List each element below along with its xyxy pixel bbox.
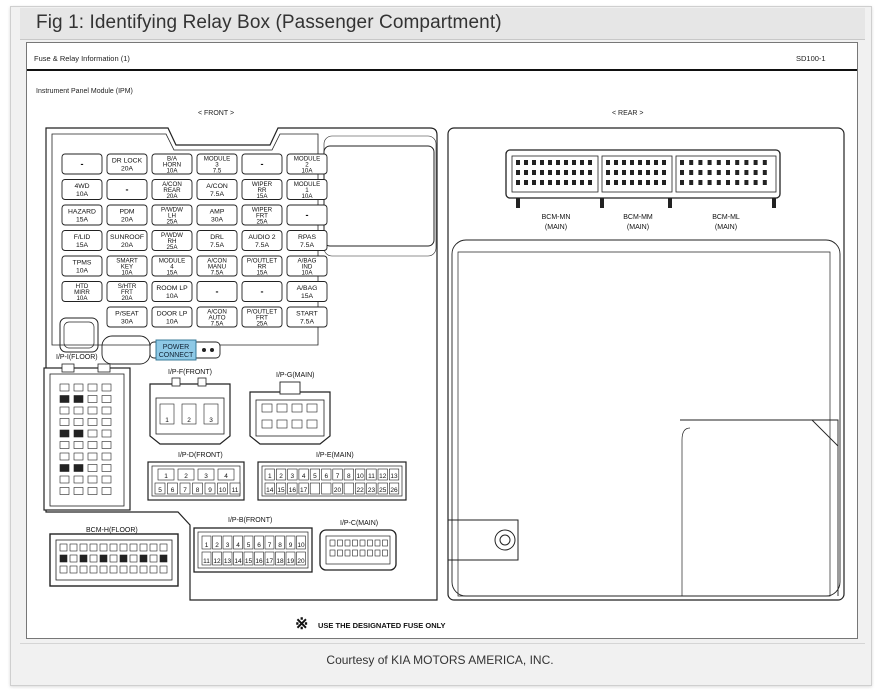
footer-divider — [20, 643, 865, 644]
document-header-rule — [27, 69, 857, 71]
document-code: SD100-1 — [796, 54, 826, 63]
front-label: < FRONT > — [198, 110, 235, 117]
rear-label: < REAR > — [612, 110, 644, 117]
figure-title: Fig 1: Identifying Relay Box (Passenger … — [36, 12, 502, 33]
figure-header — [20, 8, 865, 40]
diagram-document — [26, 42, 858, 639]
module-label: Instrument Panel Module (IPM) — [36, 88, 133, 95]
figure-caption: Courtesy of KIA MOTORS AMERICA, INC. — [326, 653, 554, 667]
document-title: Fuse & Relay Information (1) — [34, 54, 130, 63]
